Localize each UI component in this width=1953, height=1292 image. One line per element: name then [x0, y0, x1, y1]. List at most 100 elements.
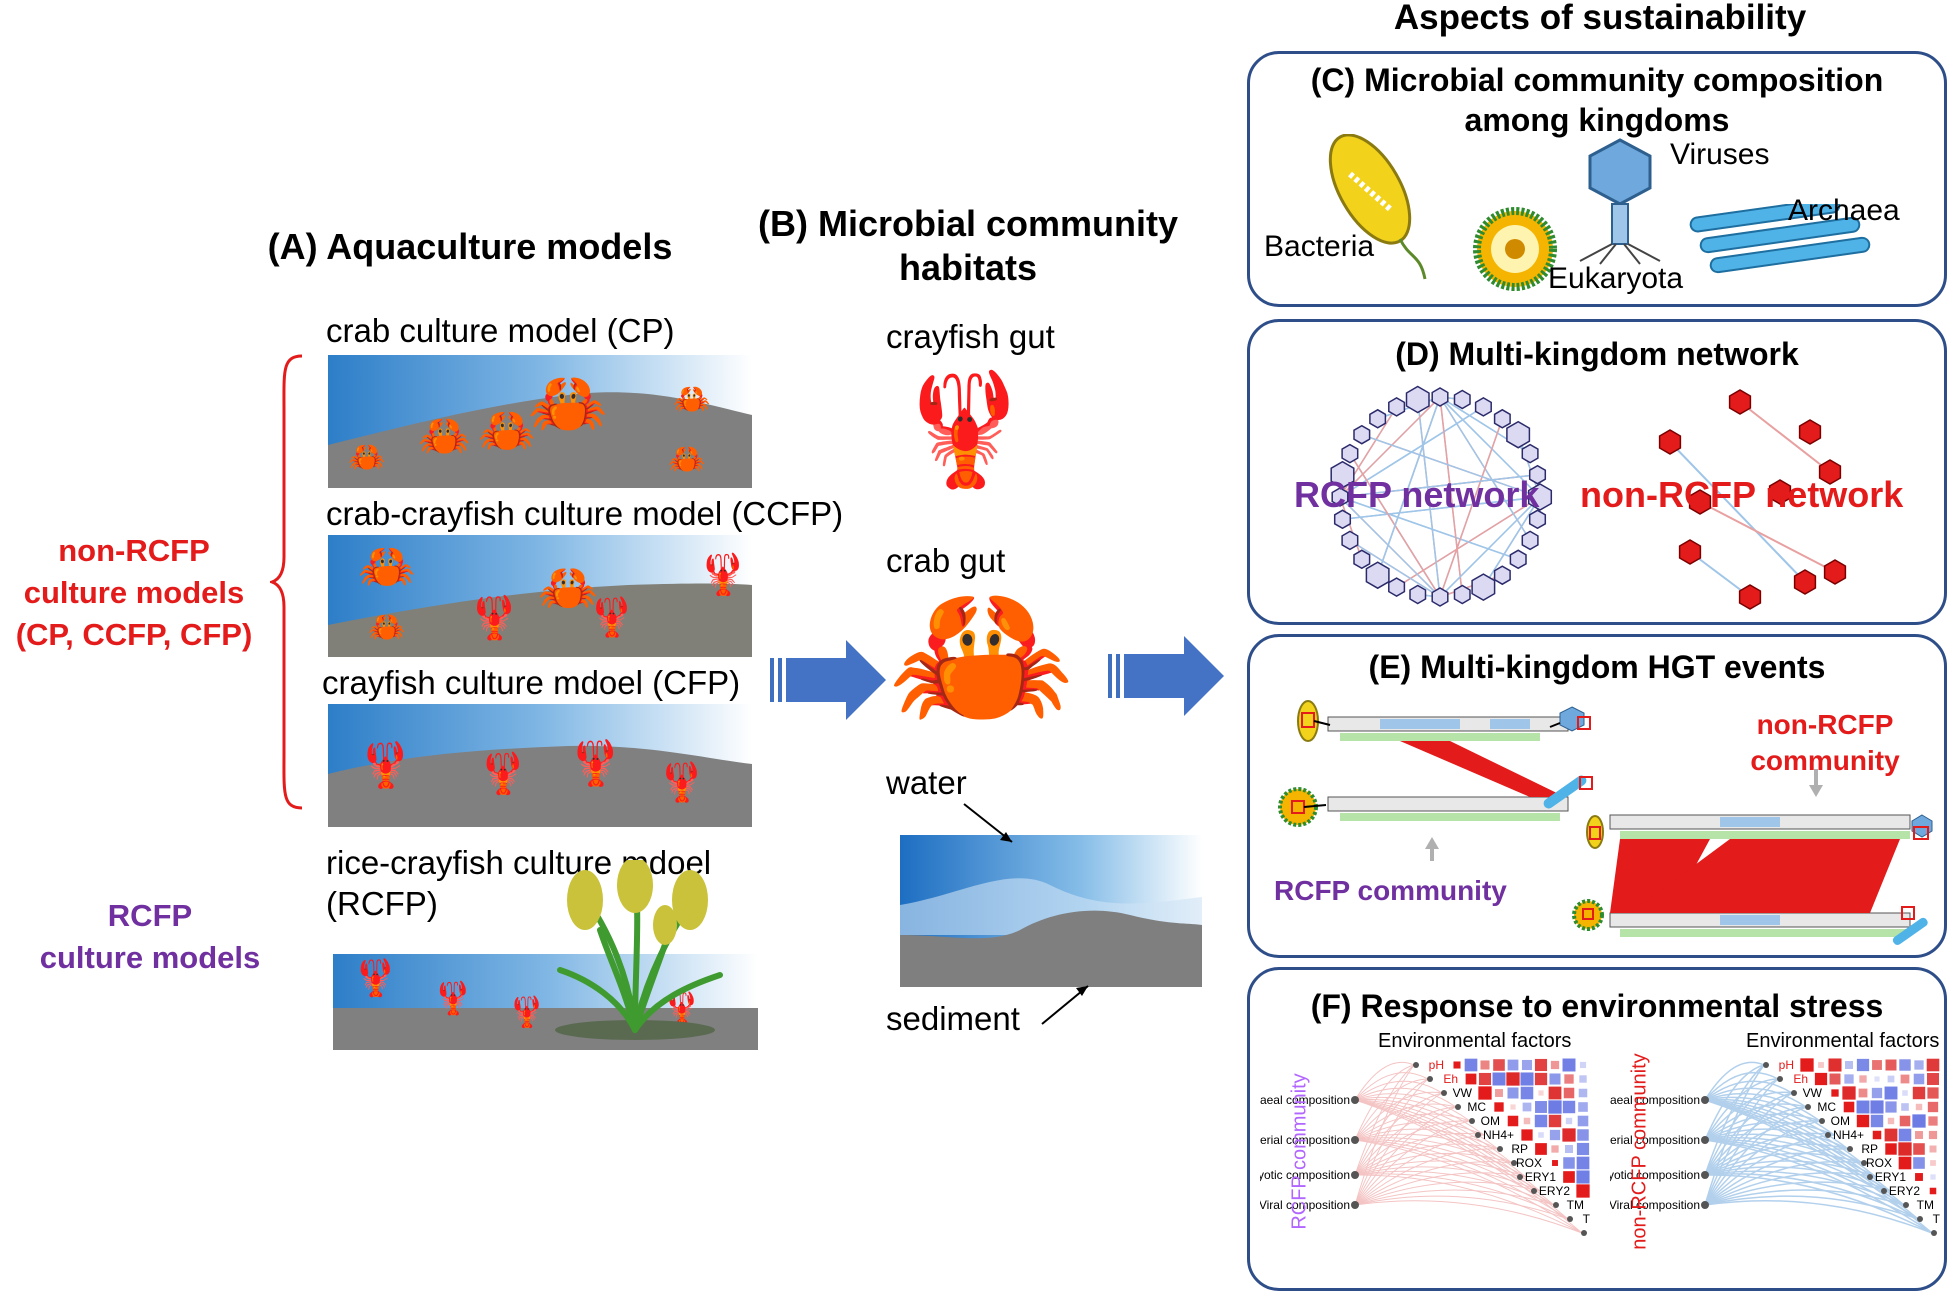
water-pointer-arrow	[963, 803, 1013, 843]
composition-label: Bacterial composition	[1610, 1133, 1700, 1147]
network-node	[1728, 389, 1752, 415]
network-node	[1506, 420, 1531, 449]
network-node	[1528, 509, 1547, 530]
non-rcfp-group-label: non-RCFP culture models (CP, CCFP, CFP)	[0, 530, 268, 656]
network-node	[1388, 577, 1406, 597]
network-node	[1678, 539, 1702, 565]
network-node	[1493, 565, 1511, 586]
rcfp-group-label: RCFP culture models	[30, 895, 270, 979]
model-label-cfp: crayfish culture mdoel (CFP)	[322, 664, 741, 701]
factor-label: RP	[1511, 1142, 1528, 1156]
crab-icon: 🦀	[888, 571, 1075, 739]
factor-label: Eh	[1443, 1072, 1458, 1086]
crayfish-icon: 🦞	[433, 980, 473, 1016]
non-rcfp-network-graph	[1658, 389, 1847, 610]
network-node	[1798, 419, 1822, 445]
rcfp-line1: RCFP	[107, 898, 193, 933]
network-node	[1431, 587, 1449, 607]
habitat-sediment: sediment	[886, 1000, 1020, 1037]
network-node	[1353, 549, 1371, 570]
crab-icon: 🦀	[418, 412, 471, 459]
network-node	[1453, 584, 1471, 605]
network-node	[1341, 443, 1359, 464]
factor-label: VW	[1803, 1086, 1823, 1100]
non-rcfp-community-line2: community	[1750, 745, 1900, 776]
kingdom-eukaryota-label: Eukaryota	[1548, 262, 1684, 295]
factor-label: OM	[1831, 1114, 1850, 1128]
factor-label: ERY2	[1539, 1184, 1570, 1198]
network-node	[1793, 569, 1817, 595]
non-rcfp-network-label: non-RCFP network	[1580, 474, 1904, 515]
factor-label: NH4+	[1483, 1128, 1514, 1142]
eukaryota-icon	[1473, 207, 1557, 291]
composition-label: Viral composition	[1260, 1198, 1350, 1212]
crab-icon: 🦀	[348, 441, 386, 474]
habitat-crayfish-gut: crayfish gut	[886, 318, 1055, 355]
factor-label: Eh	[1793, 1072, 1808, 1086]
model-label-rcfp-line2: (RCFP)	[326, 885, 438, 922]
non-rcfp-community-line1: non-RCFP	[1756, 709, 1894, 740]
arrow-b-to-aspects	[1108, 636, 1224, 716]
network-node	[1493, 408, 1511, 429]
composition-label: Archaeal composition	[1610, 1093, 1700, 1107]
panel-a-title: (A) Aquaculture models	[267, 226, 673, 267]
scene-crab-crayfish-culture: 🦀 🦀 🦀 🦞 🦞 🦞	[328, 535, 752, 657]
model-label-cp: crab culture model (CP)	[326, 312, 675, 349]
crab-icon: 🦀	[358, 540, 416, 592]
network-node	[1388, 397, 1406, 417]
factor-label: OM	[1481, 1114, 1500, 1128]
crab-icon: 🦀	[673, 383, 711, 416]
non-rcfp-line2: culture models	[23, 575, 245, 610]
network-node	[1521, 530, 1539, 551]
composition-label: Eukaryotic composition	[1610, 1168, 1700, 1182]
aspects-title: Aspects of sustainability	[1393, 0, 1807, 37]
rcfp-env-correlation-plot: pHEhVWMCOMNH4+RPROXERY1ERY2TMTPTNArchaea…	[1260, 1058, 1590, 1236]
crab-icon: 🦀	[528, 367, 608, 439]
crayfish-icon: 🦞	[508, 996, 546, 1029]
rcfp-line2: culture models	[39, 940, 261, 975]
sediment-pointer-arrow	[1041, 985, 1089, 1025]
panel-d-title: (D) Multi-kingdom network	[1395, 336, 1799, 372]
non-rcfp-env-factors-title: Environmental factors	[1746, 1030, 1940, 1052]
crab-icon: 🦀	[538, 562, 598, 615]
composition-label: Viral composition	[1610, 1198, 1700, 1212]
composition-label: Eukaryotic composition	[1260, 1168, 1350, 1182]
factor-label: TM	[1567, 1198, 1584, 1212]
network-node	[1521, 443, 1539, 464]
network-node	[1474, 397, 1492, 417]
scene-crayfish-culture: 🦞 🦞 🦞 🦞	[328, 704, 752, 827]
factor-label: ROX	[1516, 1156, 1542, 1170]
factor-label: TP	[1583, 1212, 1590, 1226]
network-node	[1688, 489, 1712, 515]
panel-d: (D) Multi-kingdom network RCFP network n…	[1247, 319, 1947, 625]
arrow-a-to-b	[770, 640, 886, 720]
crayfish-icon: 🦞	[468, 594, 521, 641]
factor-label: VW	[1453, 1086, 1473, 1100]
network-node	[1405, 385, 1430, 414]
habitat-crab-gut: crab gut	[886, 542, 1006, 579]
network-node	[1431, 387, 1449, 407]
crayfish-icon: 🦞	[896, 368, 1033, 491]
network-node	[1331, 487, 1349, 507]
network-node	[1823, 559, 1847, 585]
crayfish-icon: 🦞	[658, 762, 706, 804]
rcfp-community-label: RCFP community	[1274, 875, 1507, 906]
crab-icon: 🦀	[478, 404, 536, 456]
virus-icon	[1579, 138, 1661, 265]
factor-label: RP	[1861, 1142, 1878, 1156]
kingdom-viruses-label: Viruses	[1670, 138, 1770, 171]
crab-icon: 🦀	[668, 443, 706, 476]
non-rcfp-line1: non-RCFP	[58, 533, 210, 568]
factor-label: MC	[1467, 1100, 1486, 1114]
crayfish-icon: 🦞	[698, 553, 748, 597]
hgt-alignment-diagram	[1278, 700, 1933, 945]
panel-b-title-line2: habitats	[898, 247, 1038, 288]
crayfish-icon: 🦞	[358, 741, 413, 790]
panel-f-title: (F) Response to environmental stress	[1310, 988, 1884, 1024]
panel-c-title-line1: (C) Microbial community composition	[1310, 62, 1884, 98]
rcfp-side-label: RCFP community	[1288, 1073, 1311, 1230]
network-node	[1658, 429, 1682, 455]
scene-crab-culture: 🦀 🦀 🦀 🦀 🦀 🦀	[328, 355, 752, 488]
panel-b-title-line1: (B) Microbial community	[757, 203, 1179, 244]
